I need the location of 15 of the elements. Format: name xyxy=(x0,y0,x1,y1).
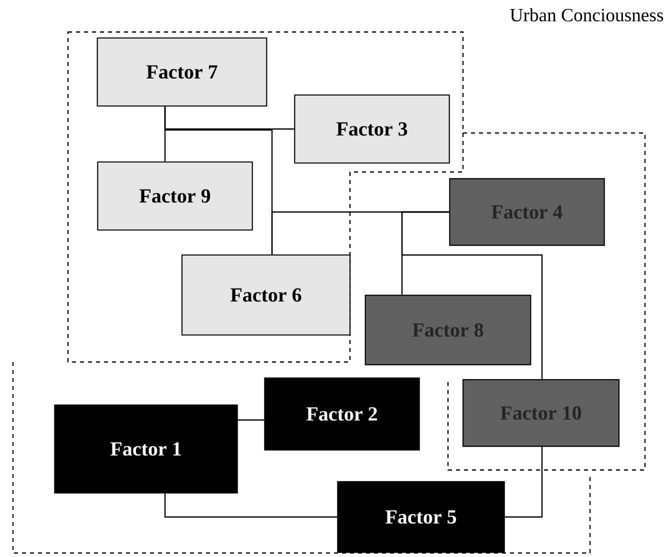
factor-box: Factor 4 xyxy=(449,178,605,246)
connector-line xyxy=(164,494,338,518)
connector-line xyxy=(238,419,264,421)
factor-box: Factor 10 xyxy=(462,379,620,447)
factor-box: Factor 6 xyxy=(181,254,351,336)
factor-box: Factor 7 xyxy=(96,37,268,107)
factor-box: Factor 9 xyxy=(97,161,253,231)
connector-line xyxy=(504,446,543,518)
group-title: Urban Conciousness xyxy=(510,8,664,22)
factor-box: Factor 8 xyxy=(364,294,532,366)
connector-line xyxy=(401,211,543,380)
factor-box: Factor 3 xyxy=(294,94,450,164)
factor-box: Factor 5 xyxy=(337,481,505,553)
factor-box: Factor 2 xyxy=(264,377,420,451)
factor-box: Factor 1 xyxy=(54,404,238,494)
